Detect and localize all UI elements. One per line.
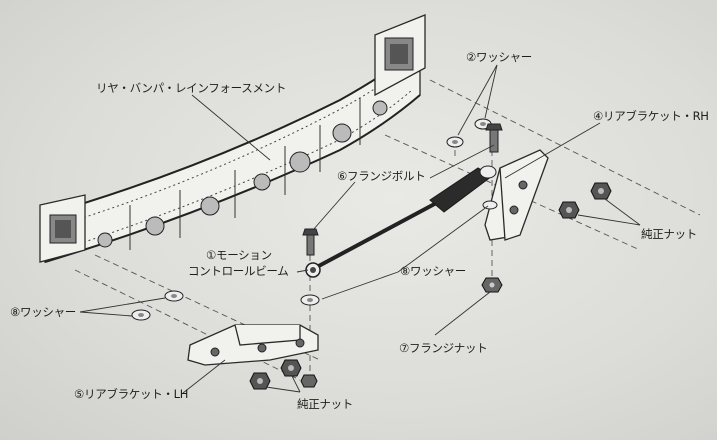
rear-bracket-rh: [484, 149, 549, 241]
flange-bolt-6: [485, 123, 503, 153]
label-bracket-lh: ⑤リアブラケット・LH: [74, 387, 188, 401]
label-bracket-rh: ④リアブラケット・RH: [593, 109, 709, 123]
label-genuine-nut-right: 純正ナット: [641, 227, 697, 241]
rear-bracket-lh: [187, 324, 319, 366]
label-motion-control-beam-line2: コントロールビーム: [188, 264, 288, 278]
rear-bumper-reinforcement: [39, 14, 426, 263]
label-washer-8-left: ⑧ワッシャー: [10, 305, 76, 319]
flange-bolt-left: [302, 228, 319, 256]
washer-8-left-pair: [131, 290, 184, 321]
flange-nut-7: [481, 277, 503, 293]
label-flange-nut: ⑦フランジナット: [399, 341, 487, 355]
washer-8-center: [300, 200, 498, 306]
leader-lines: [79, 64, 641, 394]
label-washer-2: ②ワッシャー: [466, 50, 532, 64]
washer-2-pair: [446, 118, 492, 148]
label-motion-control-beam-line1: ①モーション: [206, 248, 272, 262]
label-reinforcement: リヤ・バンパ・レインフォースメント: [96, 81, 286, 95]
label-flange-bolt: ⑥フランジボルト: [337, 169, 425, 183]
genuine-nuts-right: [558, 182, 612, 219]
label-genuine-nut-bottom: 純正ナット: [297, 397, 353, 411]
motion-control-beam: [305, 165, 497, 278]
label-washer-8-center: ⑧ワッシャー: [400, 264, 466, 278]
genuine-nuts-bottom: [249, 359, 318, 390]
